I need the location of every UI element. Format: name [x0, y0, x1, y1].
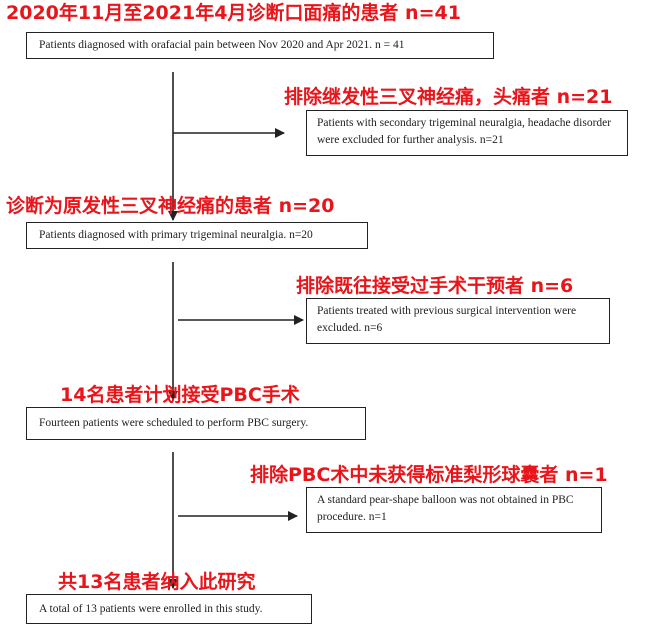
exclusion-2-cn-label: 排除既往接受过手术干预者 n=6	[296, 275, 574, 297]
exclusion-1-cn-label: 排除继发性三叉神经痛，头痛者 n=21	[284, 86, 613, 108]
step-3-cn-label: 14名患者计划接受PBC手术	[60, 384, 300, 406]
step-2-text: Patients diagnosed with primary trigemin…	[39, 229, 313, 241]
step-4-cn-label: 共13名患者纳入此研究	[58, 571, 256, 593]
step-4-box: A total of 13 patients were enrolled in …	[26, 594, 312, 624]
step-1-cn-label: 2020年11月至2021年4月诊断口面痛的患者 n=41	[6, 2, 461, 24]
exclusion-3-cn-label: 排除PBC术中未获得标准梨形球囊者 n=1	[250, 464, 608, 486]
exclusion-2-text: Patients treated with previous surgical …	[317, 305, 577, 334]
step-3-text: Fourteen patients were scheduled to perf…	[39, 417, 309, 429]
step-2-cn-label: 诊断为原发性三叉神经痛的患者 n=20	[6, 195, 335, 217]
exclusion-1-text: Patients with secondary trigeminal neura…	[317, 117, 612, 146]
step-4-text: A total of 13 patients were enrolled in …	[39, 602, 263, 615]
exclusion-3-text: A standard pear-shape balloon was not ob…	[317, 494, 574, 523]
exclusion-2-box: Patients treated with previous surgical …	[306, 298, 610, 344]
exclusion-1-box: Patients with secondary trigeminal neura…	[306, 110, 628, 156]
step-1-box: Patients diagnosed with orafacial pain b…	[26, 32, 494, 59]
step-1-text: Patients diagnosed with orafacial pain b…	[39, 39, 405, 51]
step-2-box: Patients diagnosed with primary trigemin…	[26, 222, 368, 249]
step-3-box: Fourteen patients were scheduled to perf…	[26, 407, 366, 440]
exclusion-3-box: A standard pear-shape balloon was not ob…	[306, 487, 602, 533]
